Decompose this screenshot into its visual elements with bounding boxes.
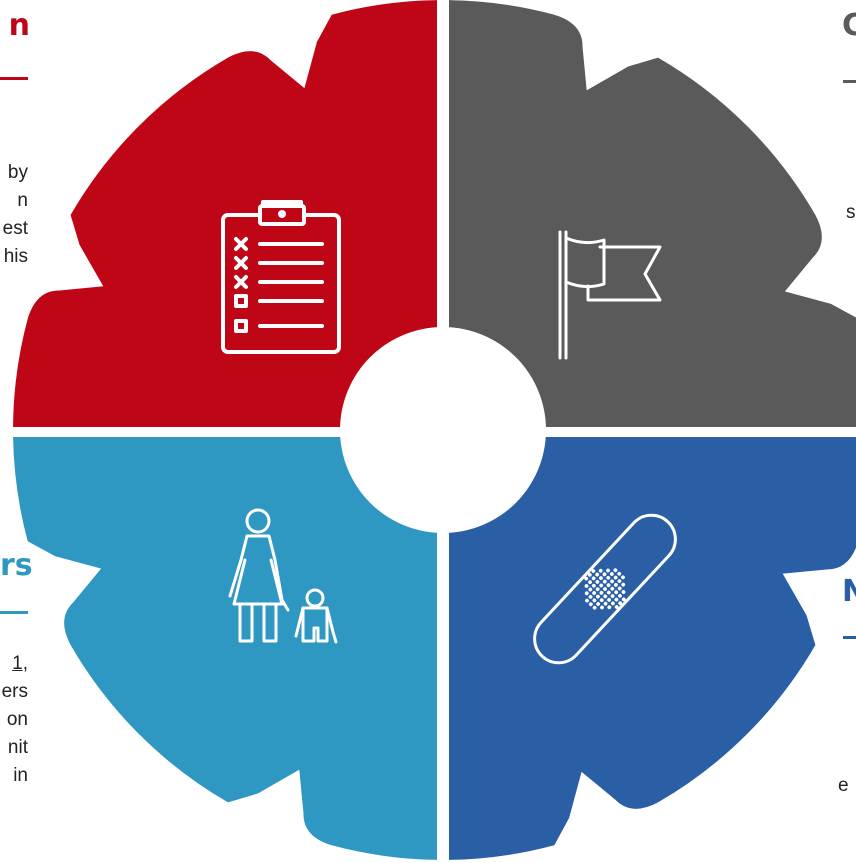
left-bottom-line: in <box>13 765 28 786</box>
bandage-dot <box>592 605 597 610</box>
bandage-dot <box>585 598 589 603</box>
gear-center-hole <box>340 327 546 533</box>
bandage-dot <box>584 591 589 596</box>
right-top-line: s <box>846 202 856 223</box>
right-bottom-heading: N <box>842 574 856 609</box>
gear-quadrant-bottom-left <box>13 437 437 860</box>
bandage-dot <box>595 572 600 577</box>
right-bottom-divider <box>843 636 856 639</box>
bandage-dot <box>607 605 612 610</box>
bandage-dot <box>588 580 592 585</box>
bandage-dot <box>595 587 600 592</box>
bandage-dot <box>613 575 618 580</box>
right-bottom-paragraph: e <box>838 772 849 800</box>
bandage-dot <box>618 593 622 598</box>
bandage-dot <box>587 572 592 577</box>
bandage-dot <box>591 576 596 581</box>
bandage-dot <box>617 571 622 576</box>
left-top-divider <box>0 77 28 80</box>
bandage-dot <box>603 601 608 606</box>
left-top-line: n <box>17 190 28 211</box>
bandage-dot <box>591 583 596 588</box>
bandage-icon <box>533 513 677 665</box>
bandage-dot <box>607 597 611 602</box>
gear-quadrant-bottom-right <box>449 437 856 860</box>
bandage-dot <box>602 579 607 584</box>
bandage-dot <box>613 568 618 573</box>
bandage-dot <box>603 594 608 599</box>
bandage-dot <box>584 584 589 588</box>
bandage-dot <box>588 587 593 592</box>
bandage-dot <box>617 586 622 591</box>
bandage-dot <box>588 594 593 599</box>
left-bottom-line: nit <box>7 737 28 758</box>
bandage-dot <box>591 569 596 573</box>
left-top-paragraph: by n est his <box>0 159 28 271</box>
left-bottom-paragraph: 1, ers on nit in <box>0 650 28 790</box>
bandage-dot <box>599 576 603 581</box>
right-bottom-line: e <box>838 775 849 796</box>
bandage-dot <box>599 598 604 603</box>
bandage-dot <box>613 583 618 587</box>
left-bottom-heading: rs <box>0 548 33 583</box>
bandage-dot <box>595 580 600 584</box>
bandage-dot <box>602 572 607 577</box>
parent-and-child-icon <box>228 508 338 644</box>
bandage-dot <box>599 590 604 595</box>
left-top-line: est <box>2 218 28 239</box>
bandage-dot <box>592 598 597 603</box>
flag-icon <box>558 230 662 360</box>
bandage-dot <box>592 591 597 595</box>
bandage-dot <box>621 582 626 587</box>
bandage-dot <box>614 597 619 602</box>
bandage-dot <box>596 602 601 606</box>
bandage-dot <box>598 568 603 573</box>
left-bottom-line: on <box>6 709 28 730</box>
bandage-dot <box>614 590 619 595</box>
bandage-dot <box>606 575 611 580</box>
bandage-dot <box>618 601 623 606</box>
left-top-line: by <box>7 162 28 183</box>
right-top-paragraph: s <box>846 199 856 227</box>
bandage-dot <box>621 597 626 602</box>
bandage-dot <box>588 602 593 607</box>
left-top-heading: n <box>8 8 30 43</box>
left-top-line: his <box>3 246 28 267</box>
bandage-dot <box>606 583 611 588</box>
clipboard-checklist-icon <box>221 200 341 354</box>
bandage-dot <box>610 579 614 584</box>
bandage-dot <box>610 586 615 591</box>
bandage-dot <box>603 587 607 591</box>
bandage-dot <box>584 576 589 581</box>
bandage-dot <box>614 605 619 609</box>
right-top-divider <box>843 80 856 83</box>
right-top-heading: C <box>842 8 856 43</box>
left-bottom-divider <box>0 611 28 614</box>
bandage-dot <box>610 594 615 598</box>
left-bottom-line: 1, <box>12 653 28 674</box>
bandage-dot <box>621 575 625 580</box>
bandage-dot <box>599 583 604 588</box>
bandage-dot <box>610 601 615 606</box>
bandage-dot <box>617 579 622 584</box>
bandage-dot <box>609 572 614 576</box>
gear-quadrant-top-right <box>449 0 856 427</box>
left-bottom-line: ers <box>1 681 28 702</box>
bandage-dot <box>606 590 611 595</box>
bandage-dot <box>606 568 610 573</box>
gear-quadrant-top-left <box>13 0 437 427</box>
bandage-dot <box>596 594 600 599</box>
bandage-dot <box>600 605 604 610</box>
bandage-dot <box>621 590 626 594</box>
